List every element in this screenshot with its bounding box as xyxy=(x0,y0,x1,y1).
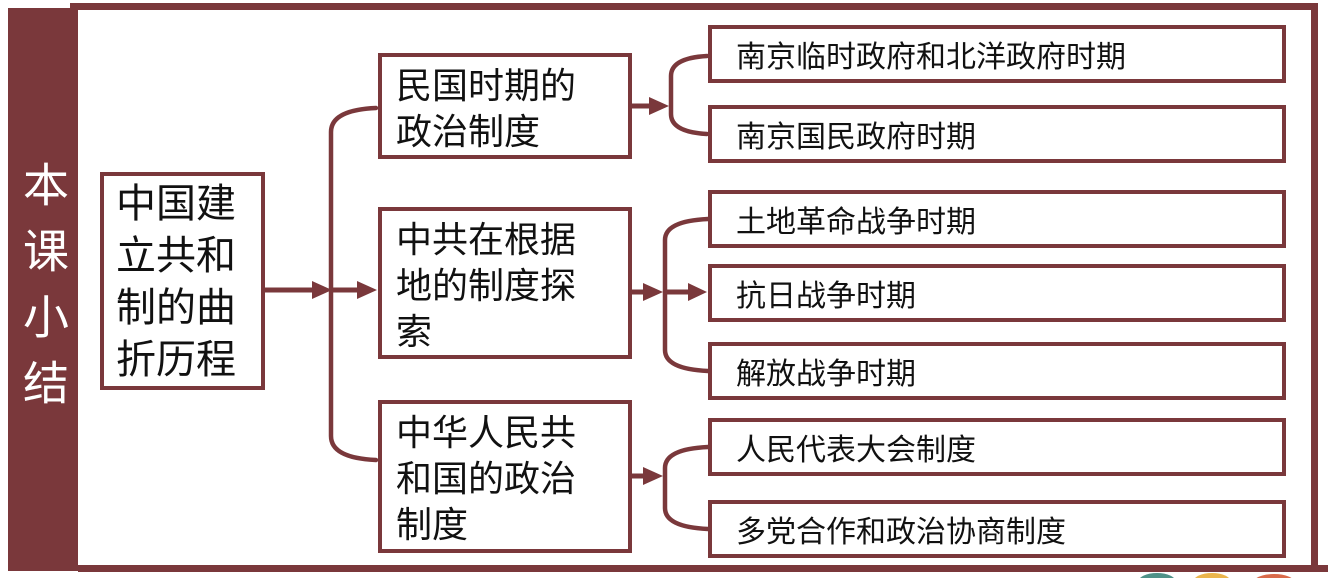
arrow-bracket-to-branch-2 xyxy=(333,281,377,299)
frame-right-border xyxy=(1311,3,1318,572)
leaf-node-anti-japanese-war: 抗日战争时期 xyxy=(708,264,1286,322)
leaf-node-label: 抗日战争时期 xyxy=(736,280,916,313)
watermark-logo xyxy=(1139,573,1292,578)
arrow-branch-1-to-bracket xyxy=(632,97,669,115)
leaf-node-label: 人民代表大会制度 xyxy=(736,434,976,467)
lesson-summary-sidebar: 本课小结 xyxy=(8,8,78,571)
branch-node-ccp-base-areas: 中共在根据地的制度探索 xyxy=(378,207,632,359)
leaf-node-peoples-congress-system: 人民代表大会制度 xyxy=(708,418,1286,476)
root-node-label: 中国建立共和制的曲折历程 xyxy=(116,182,236,382)
bracket-branch-2 xyxy=(662,216,711,374)
branch-node-prc-system: 中华人民共和国的政治制度 xyxy=(378,400,632,553)
leaf-node-label: 南京国民政府时期 xyxy=(736,121,976,154)
branch-node-label: 民国时期的政治制度 xyxy=(396,65,577,152)
arrow-root-to-bracket xyxy=(265,281,332,299)
frame-bottom-border xyxy=(78,565,1328,572)
leaf-node-label: 土地革命战争时期 xyxy=(736,206,976,239)
sidebar-title: 本课小结 xyxy=(17,160,69,425)
bracket-branch-3 xyxy=(662,444,711,532)
branch-node-label: 中共在根据地的制度探索 xyxy=(396,219,577,352)
arrow-bracket-to-leaf-anti-japanese xyxy=(666,283,707,301)
leaf-node-label: 多党合作和政治协商制度 xyxy=(736,516,1066,549)
root-node: 中国建立共和制的曲折历程 xyxy=(100,172,265,390)
bracket-branch-1 xyxy=(668,53,710,137)
arrow-branch-3-to-bracket xyxy=(630,467,663,485)
leaf-node-multiparty-cooperation: 多党合作和政治协商制度 xyxy=(708,500,1286,558)
frame-top-border xyxy=(70,3,1318,10)
leaf-node-nanjing-provisional-beiyang: 南京临时政府和北洋政府时期 xyxy=(708,25,1286,83)
leaf-node-label: 解放战争时期 xyxy=(736,358,916,391)
branch-node-label: 中华人民共和国的政治制度 xyxy=(396,412,577,545)
bracket-root-branches xyxy=(328,105,379,463)
arrow-branch-2-to-bracket xyxy=(630,283,663,301)
leaf-node-liberation-war: 解放战争时期 xyxy=(708,342,1286,400)
leaf-node-label: 南京临时政府和北洋政府时期 xyxy=(736,41,1126,74)
branch-node-republic-era: 民国时期的政治制度 xyxy=(378,53,632,159)
leaf-node-agrarian-revolution: 土地革命战争时期 xyxy=(708,190,1286,248)
leaf-node-nanjing-nationalist: 南京国民政府时期 xyxy=(708,105,1286,163)
